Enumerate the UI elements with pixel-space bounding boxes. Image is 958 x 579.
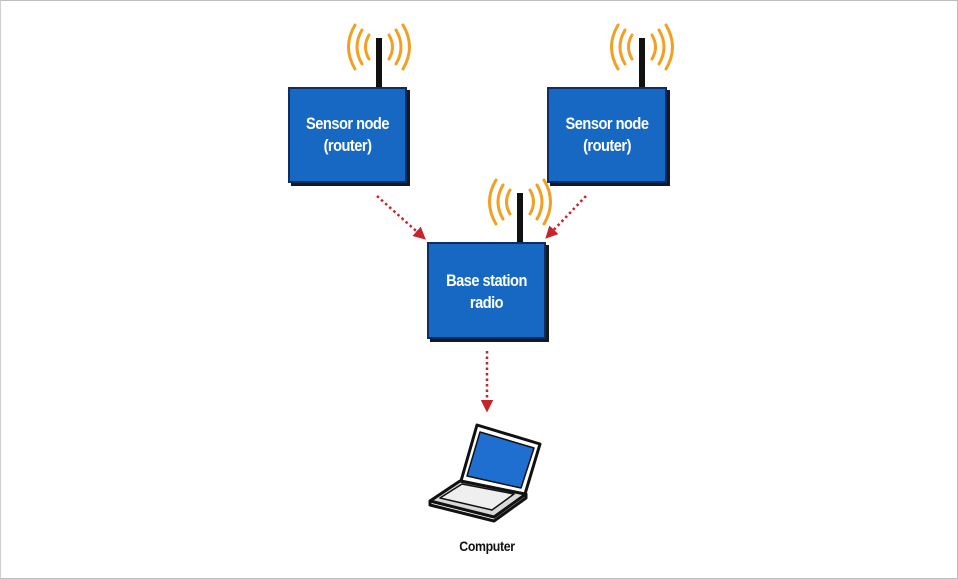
arrow-sensor-right-to-base: [545, 195, 587, 239]
sensor-node-left-line2: (router): [323, 136, 372, 155]
base-station-label: Base station radio: [436, 270, 537, 314]
antenna-icon: [376, 38, 382, 90]
sensor-node-right-line2: (router): [583, 136, 631, 155]
sensor-node-left-line1: Sensor node: [306, 114, 389, 133]
sensor-node-right-box: [547, 87, 667, 183]
sensor-node-left-label: Sensor node (router): [297, 113, 398, 157]
connection-arrows: [376, 195, 587, 413]
signal-waves-icon: [610, 23, 674, 71]
base-station-line2: radio: [469, 293, 504, 312]
antenna-icon: [639, 38, 645, 90]
sensor-node-right: [547, 23, 674, 183]
sensor-node-right-label: Sensor node (router): [556, 113, 657, 157]
signal-waves-icon: [488, 178, 552, 226]
antenna-icon: [517, 193, 523, 245]
laptop-icon: [428, 423, 542, 523]
base-station: [427, 178, 552, 339]
computer-label: Computer: [459, 538, 515, 554]
sensor-node-right-line1: Sensor node: [565, 114, 649, 133]
arrow-sensor-left-to-base: [376, 195, 426, 240]
signal-waves-icon: [347, 23, 411, 71]
base-station-box: [427, 242, 546, 339]
sensor-node-left-box: [288, 87, 407, 183]
base-station-line1: Base station: [446, 271, 527, 290]
sensor-node-left: [288, 23, 411, 183]
